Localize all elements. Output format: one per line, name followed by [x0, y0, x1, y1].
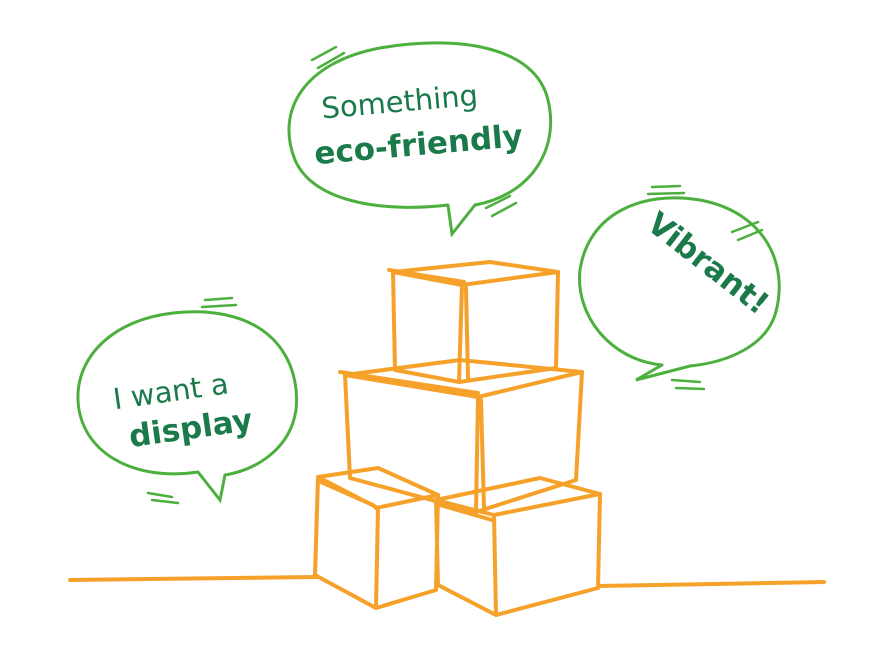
box-bottom-left: [313, 466, 440, 610]
bubble-eco-line1: Something: [320, 78, 479, 126]
bubble-outline: [287, 41, 553, 238]
bubble-eco-line2: eco-friendly: [313, 118, 524, 172]
speech-bubble-eco: Something eco-friendly: [287, 41, 553, 238]
speech-bubble-vibrant: Vibrant!: [578, 184, 781, 391]
speech-bubble-display: I want a display: [76, 296, 299, 505]
bubble-outline: [578, 196, 781, 382]
bubble-outline: [76, 310, 299, 504]
box-top: [387, 260, 560, 384]
box-stack: [313, 260, 602, 617]
ground-line: [68, 575, 826, 588]
